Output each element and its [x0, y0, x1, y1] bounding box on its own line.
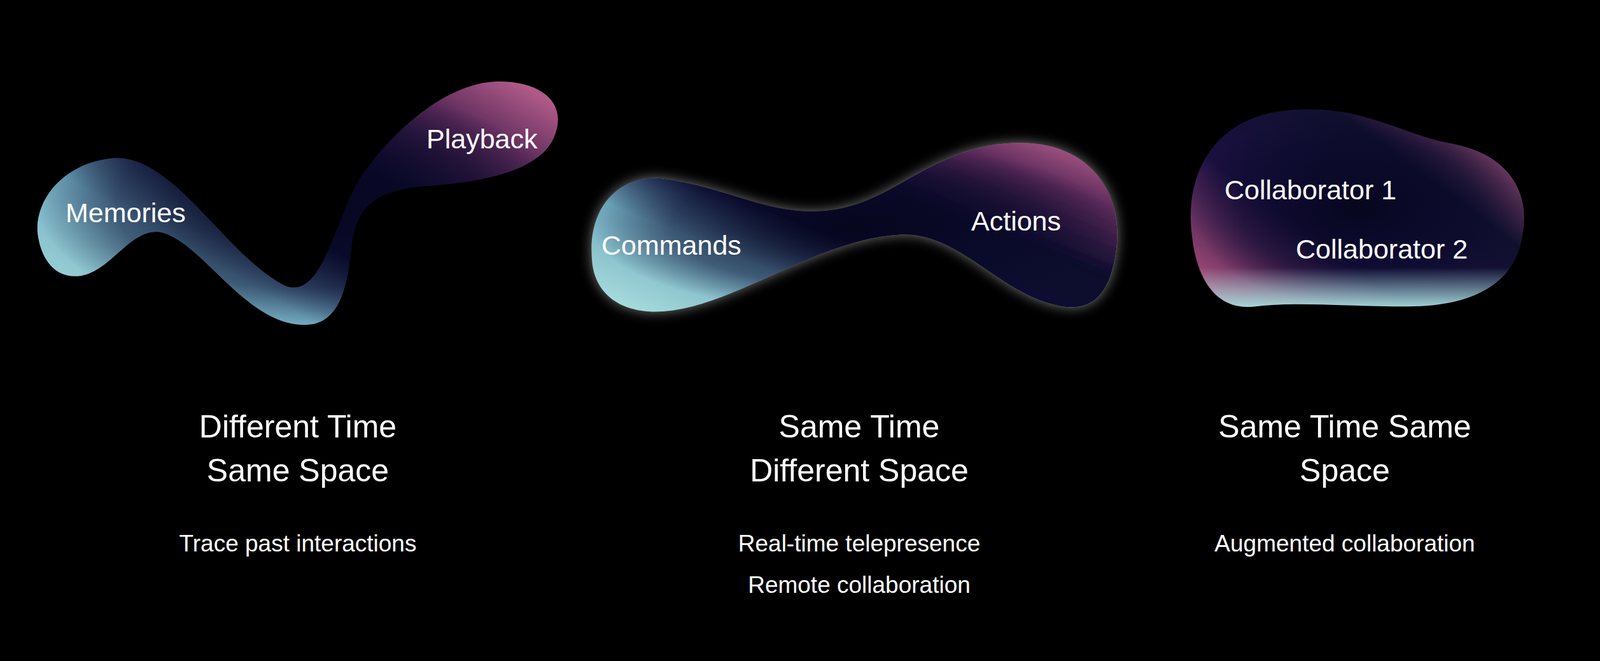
blob-fill — [37, 81, 559, 325]
blob-shape — [1188, 109, 1526, 310]
category-description: Augmented collaboration — [1214, 529, 1475, 558]
category-heading: Same Time Same Space — [1217, 404, 1473, 493]
blob-label: Actions — [971, 205, 1061, 237]
category-description: Real-time telepresence — [738, 529, 981, 558]
blob-core — [591, 142, 1117, 312]
blob-label: Collaborator 2 — [1295, 233, 1468, 265]
category-heading: Different Time Same Space — [170, 404, 426, 493]
category-description: Trace past interactions — [179, 529, 417, 558]
blob-region: Memories Playback — [35, 81, 559, 325]
blob-label: Memories — [65, 197, 186, 229]
blob-label: Playback — [426, 123, 538, 155]
blob-label: Commands — [601, 229, 742, 261]
blob-fill — [591, 142, 1117, 312]
blob-rim — [1190, 108, 1525, 307]
blob-core — [37, 81, 559, 325]
blob-label: Collaborator 1 — [1224, 174, 1397, 206]
blob-region: Collaborator 1 Collaborator 2 — [1188, 109, 1526, 310]
blob-core — [1190, 108, 1525, 307]
blob-fill — [1190, 108, 1525, 307]
blob-region: Commands Actions — [589, 140, 1119, 312]
category-description: Remote collaboration — [747, 570, 971, 599]
category-heading: Same Time Different Space — [731, 404, 987, 493]
